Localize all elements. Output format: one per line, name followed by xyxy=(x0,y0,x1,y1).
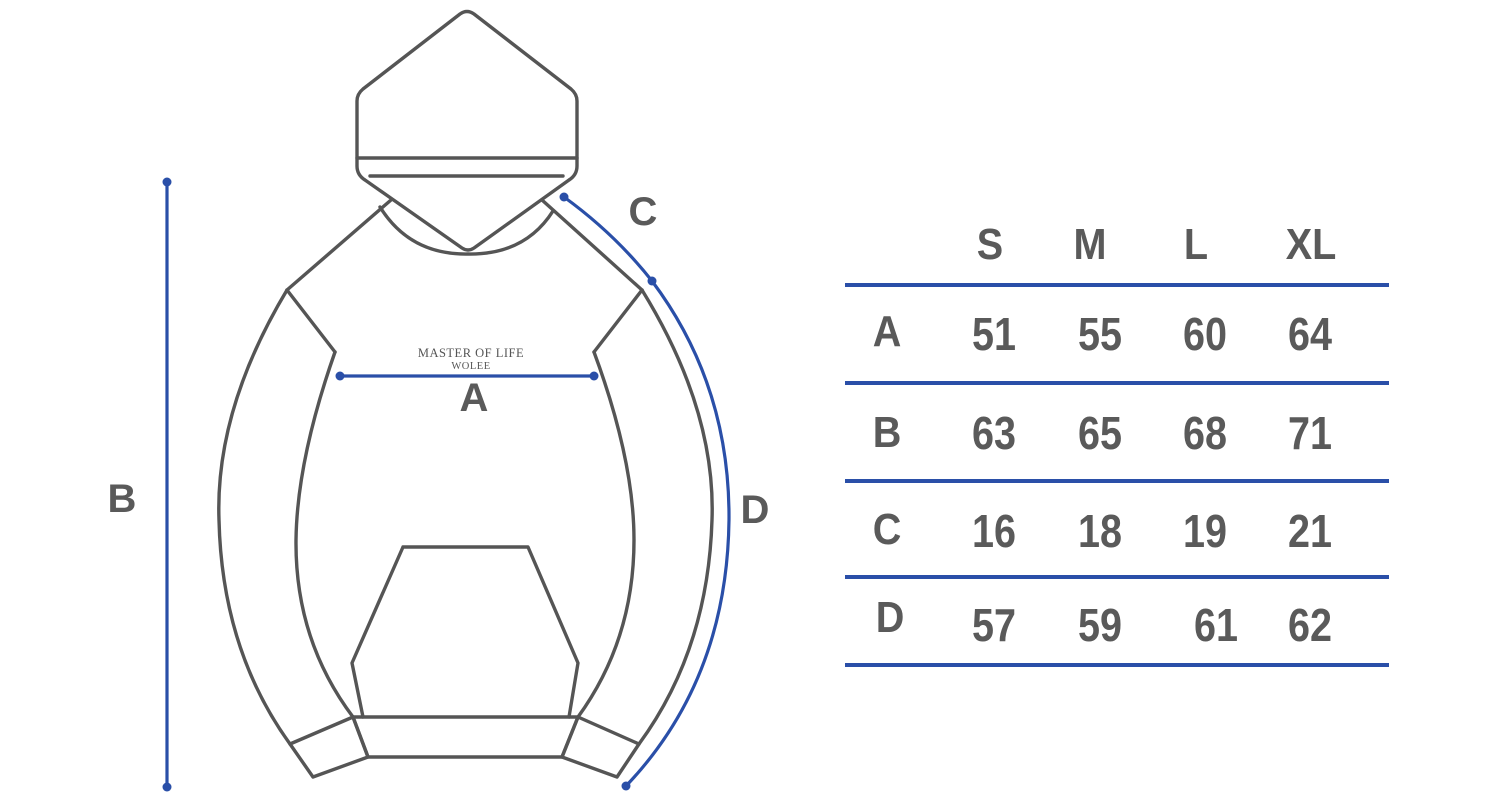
measure-a-start-dot xyxy=(335,371,345,381)
measurement-lines: A B C D xyxy=(108,177,770,792)
left-side xyxy=(294,350,355,719)
label-b: B xyxy=(108,477,137,521)
neckline xyxy=(378,205,555,256)
right-sleeve-outer xyxy=(637,288,714,746)
measure-b-start-dot xyxy=(162,177,172,187)
measure-a-end-dot xyxy=(589,371,599,381)
label-a: A xyxy=(460,376,489,420)
measure-c-start-dot xyxy=(559,192,569,202)
measure-c-line xyxy=(562,195,654,283)
waistband xyxy=(351,715,580,759)
left-sleeve-outer xyxy=(217,288,292,746)
right-armhole xyxy=(592,288,644,354)
right-side xyxy=(576,350,636,719)
left-cuff xyxy=(288,715,370,779)
print-line-2: WOLEE xyxy=(451,361,490,372)
hood xyxy=(355,9,579,252)
kangaroo-pocket xyxy=(350,545,580,719)
right-cuff xyxy=(560,715,641,779)
measure-d-line xyxy=(624,279,731,788)
left-shoulder xyxy=(285,198,393,292)
print-line-1: MASTER OF LIFE xyxy=(418,346,524,360)
hoodie-outline: MASTER OF LIFE WOLEE xyxy=(217,9,714,779)
left-armhole xyxy=(285,288,337,354)
label-d: D xyxy=(741,488,770,532)
right-shoulder xyxy=(540,198,644,292)
measure-b-end-dot xyxy=(162,782,172,792)
measure-d-end-dot xyxy=(621,781,631,791)
label-c: C xyxy=(629,190,658,234)
